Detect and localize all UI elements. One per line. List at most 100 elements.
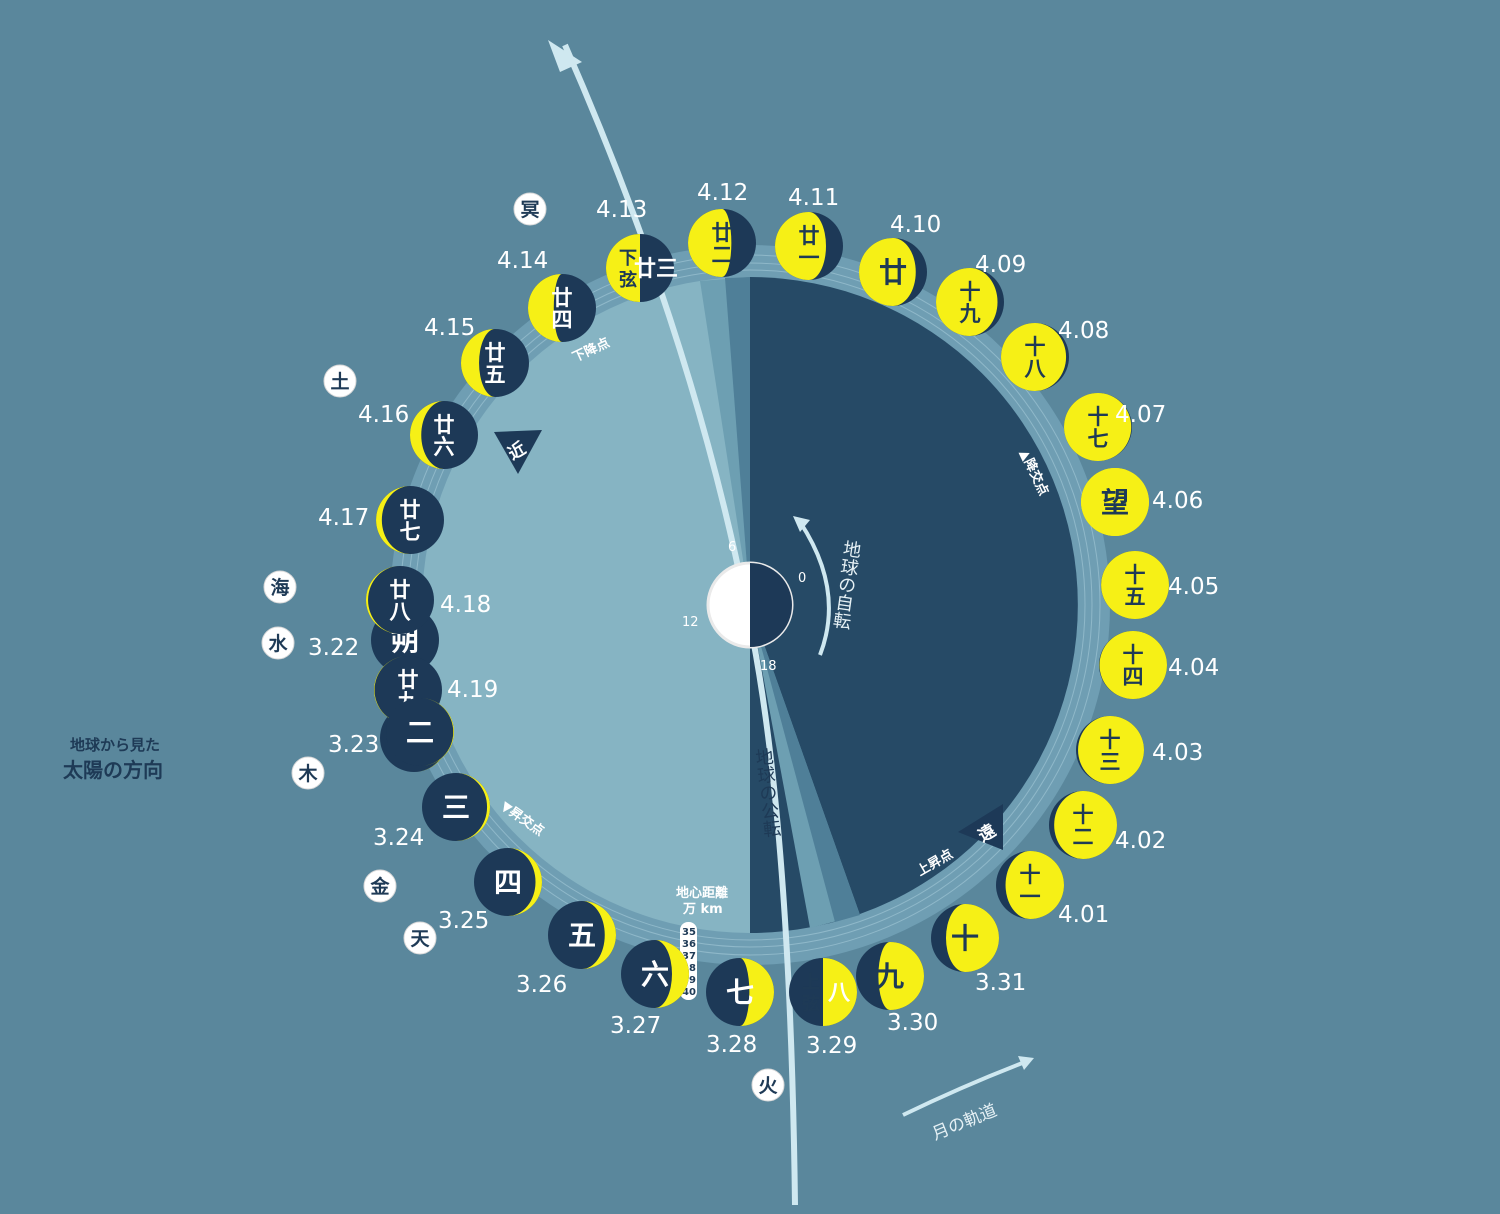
moon-date-label: 4.03: [1152, 740, 1203, 766]
distance-value: 38: [682, 963, 696, 974]
moon-label: 九: [959, 301, 981, 326]
moon-phase: 十二: [1049, 791, 1117, 859]
moon-label: 廿: [879, 256, 907, 289]
planet-venus: 金: [363, 869, 397, 903]
moon-date-label: 3.22: [308, 635, 359, 661]
moon-phase: 二: [386, 698, 454, 766]
moon-label: 七: [726, 976, 754, 1009]
hour-6-label: 6: [728, 540, 736, 555]
moon-date-label: 4.01: [1058, 902, 1109, 928]
planet-uranus: 天: [403, 921, 437, 955]
earth-rotation-arrow: [798, 520, 831, 656]
moon-date-label: 4.15: [424, 315, 475, 341]
moon-phase: 十一: [996, 851, 1064, 919]
moon-phase: 四: [474, 848, 542, 916]
moon-sublabel: 上: [802, 972, 820, 993]
moon-label: 一: [1020, 884, 1041, 909]
planet-label: 火: [758, 1075, 778, 1097]
moon-phase: 九: [856, 942, 924, 1010]
moon-phase: 十四: [1099, 631, 1167, 699]
twilight-bottom-2: [750, 605, 860, 922]
moon-phase: 六: [621, 940, 689, 1008]
moon-date-label: 3.26: [516, 972, 567, 998]
moon-label: 二: [1073, 824, 1094, 849]
moon-label: 廿: [552, 285, 573, 310]
moon-date-label: 4.13: [596, 197, 647, 223]
moon-label: 二: [406, 716, 434, 749]
hour-12-label: 12: [682, 615, 699, 630]
moon-phase: 廿: [859, 238, 927, 306]
moon-label: 廿三: [634, 256, 678, 282]
moon-label: 八: [828, 980, 851, 1006]
moon-date-label: 4.08: [1058, 318, 1109, 344]
moon-label: 十: [1020, 862, 1041, 887]
moon-orbit-arrowhead: [1018, 1056, 1034, 1070]
moon-label: 七: [1088, 426, 1109, 451]
moon-sublabel: 弦: [802, 993, 820, 1015]
moon-label: 八: [1025, 356, 1047, 381]
moon-label: 十: [1123, 642, 1144, 667]
planet-label: 冥: [520, 199, 539, 221]
moon-label: 四: [494, 866, 522, 899]
moon-date-label: 3.30: [887, 1010, 938, 1036]
distance-value: 40: [682, 987, 696, 998]
moon-label: 廿: [398, 667, 419, 692]
moon-phase: 五: [548, 901, 616, 969]
twilight-top-2: [725, 277, 750, 605]
moon-phase: 廿八: [366, 566, 434, 634]
moon-phase: 十九: [936, 268, 1004, 336]
planet-pluto: 冥: [513, 192, 547, 226]
moon-date-label: 4.09: [975, 252, 1026, 278]
hour-18-label: 18: [760, 659, 777, 674]
moon-phase: 十: [931, 904, 999, 972]
moon-date-label: 4.16: [358, 402, 409, 428]
distance-scale-title: 地心距離: [676, 885, 728, 901]
planet-mars: 火: [751, 1068, 785, 1102]
moon-label: 二: [712, 242, 733, 267]
moon-date-label: 4.14: [497, 248, 548, 274]
moon-label: 十: [1100, 727, 1121, 752]
planet-label: 天: [410, 928, 430, 950]
moon-date-label: 3.28: [706, 1032, 757, 1058]
moon-label: 六: [641, 958, 669, 991]
moon-label: 五: [485, 362, 506, 387]
apogee-marker: 遠: [958, 804, 1003, 850]
moon-phase: 三: [422, 773, 490, 841]
moon-label: 三: [442, 791, 470, 824]
distance-value: 36: [682, 939, 696, 950]
moon-date-label: 3.23: [328, 732, 379, 758]
moon-date-label: 3.25: [438, 908, 489, 934]
sun-direction-line1: 地球から見た: [70, 736, 160, 754]
moon-phase: 廿七: [376, 486, 444, 554]
moon-label: 五: [568, 919, 596, 952]
planet-label: 水: [268, 633, 288, 655]
moon-label: 四: [1123, 664, 1144, 689]
earth-rotation-arrowhead: [793, 516, 810, 532]
moon-phase: 廿二: [688, 209, 756, 277]
moon-phase: 望: [1081, 468, 1149, 536]
moon-sublabel: 弦: [619, 269, 637, 291]
planet-mercury: 水: [261, 626, 295, 660]
planet-neptune: 海: [263, 570, 297, 604]
distance-value: 39: [682, 975, 696, 986]
moon-phase: 十七: [1064, 393, 1132, 461]
moon-label: 廿: [712, 220, 733, 245]
moon-date-label: 4.05: [1168, 574, 1219, 600]
moon-label: 四: [552, 307, 573, 332]
moon-label: 十: [1088, 404, 1109, 429]
moon-date-label: 4.18: [440, 592, 491, 618]
planet-label: 土: [330, 371, 349, 393]
night-side: [750, 277, 1078, 933]
earth: [706, 561, 794, 649]
moon-phase: 七: [706, 958, 774, 1026]
moon-date-label: 3.31: [975, 970, 1026, 996]
moon-date-label: 4.10: [890, 212, 941, 238]
moon-phase: 廿六: [410, 401, 478, 469]
moon-date-label: 4.04: [1168, 655, 1219, 681]
moon-label: 廿: [390, 577, 411, 602]
distance-scale-unit: 万 km: [682, 902, 723, 917]
perigee-marker: 近: [494, 430, 542, 474]
